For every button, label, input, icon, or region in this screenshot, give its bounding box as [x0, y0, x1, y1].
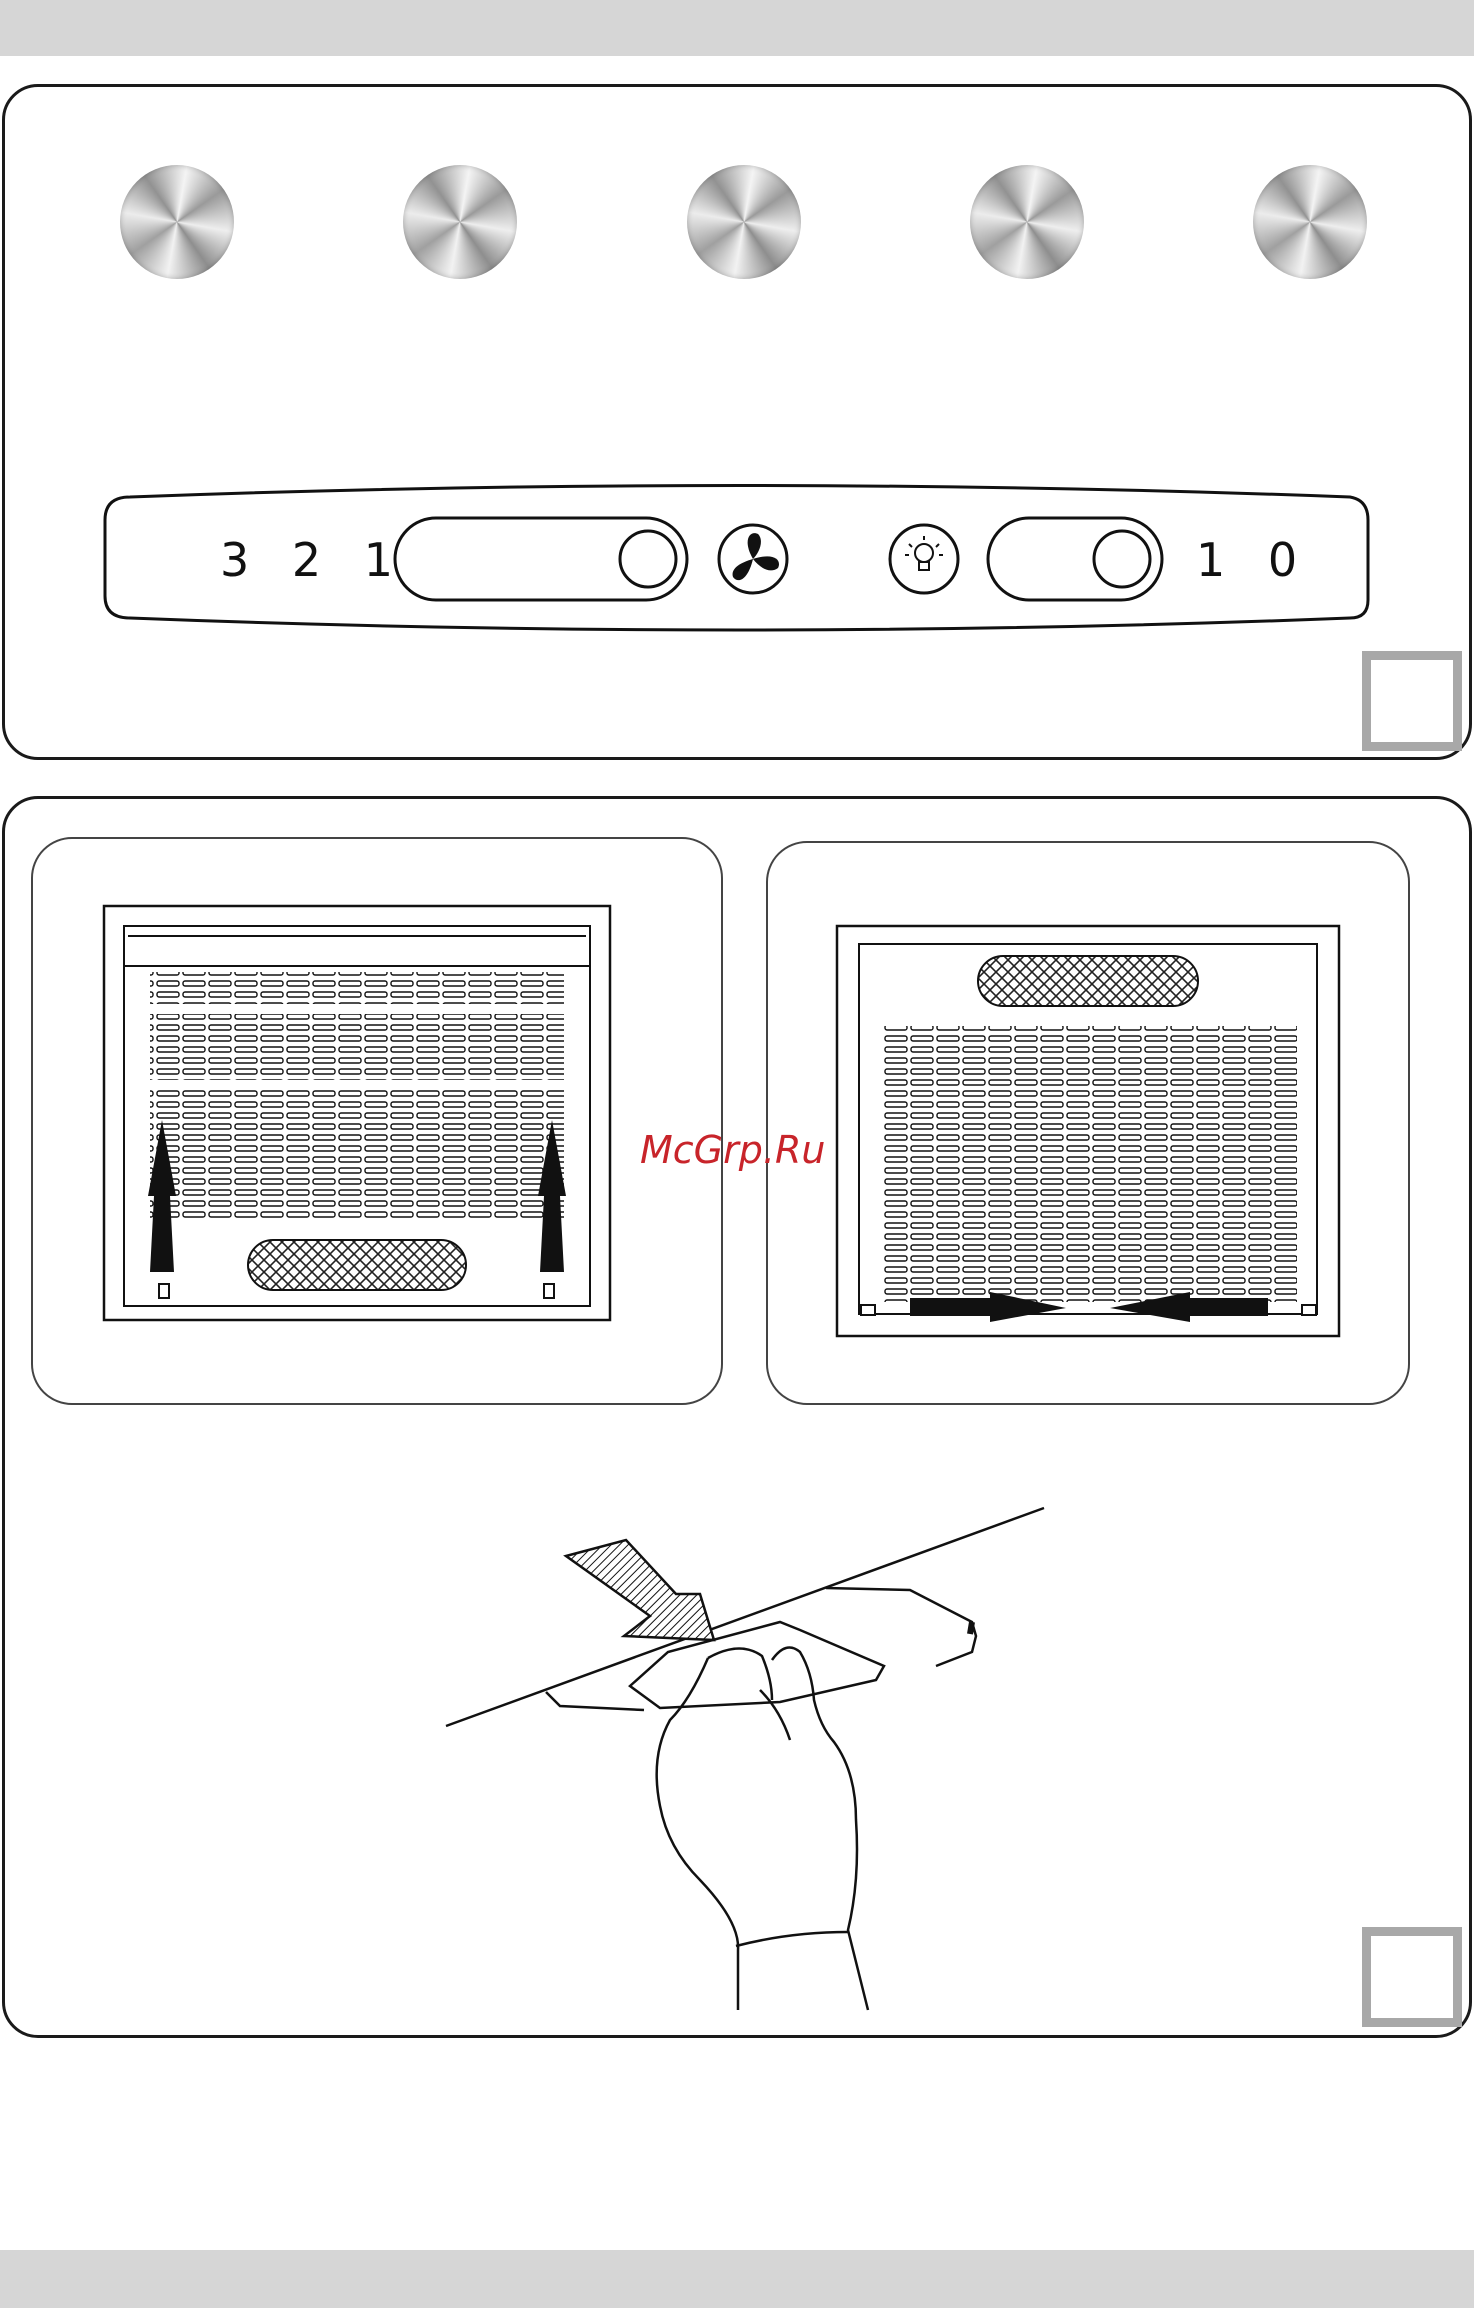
- light-bulb-icon: [890, 525, 958, 593]
- light-slider-knob: [1094, 531, 1150, 587]
- filter-diagram-right: [837, 926, 1339, 1336]
- watermark: McGrp.Ru: [640, 1128, 825, 1172]
- push-arrow-icon: [566, 1540, 714, 1640]
- corner-box: [1362, 1927, 1462, 2027]
- hand-pushing-hood-illustration: [446, 1508, 1044, 2010]
- corner-box: [1362, 651, 1462, 751]
- fan-icon: [719, 525, 787, 593]
- fan-slider-knob: [620, 531, 676, 587]
- filter-diagram-left: [104, 906, 610, 1320]
- bottom-band: [0, 2250, 1474, 2308]
- light-scale: 1 0: [1196, 533, 1311, 587]
